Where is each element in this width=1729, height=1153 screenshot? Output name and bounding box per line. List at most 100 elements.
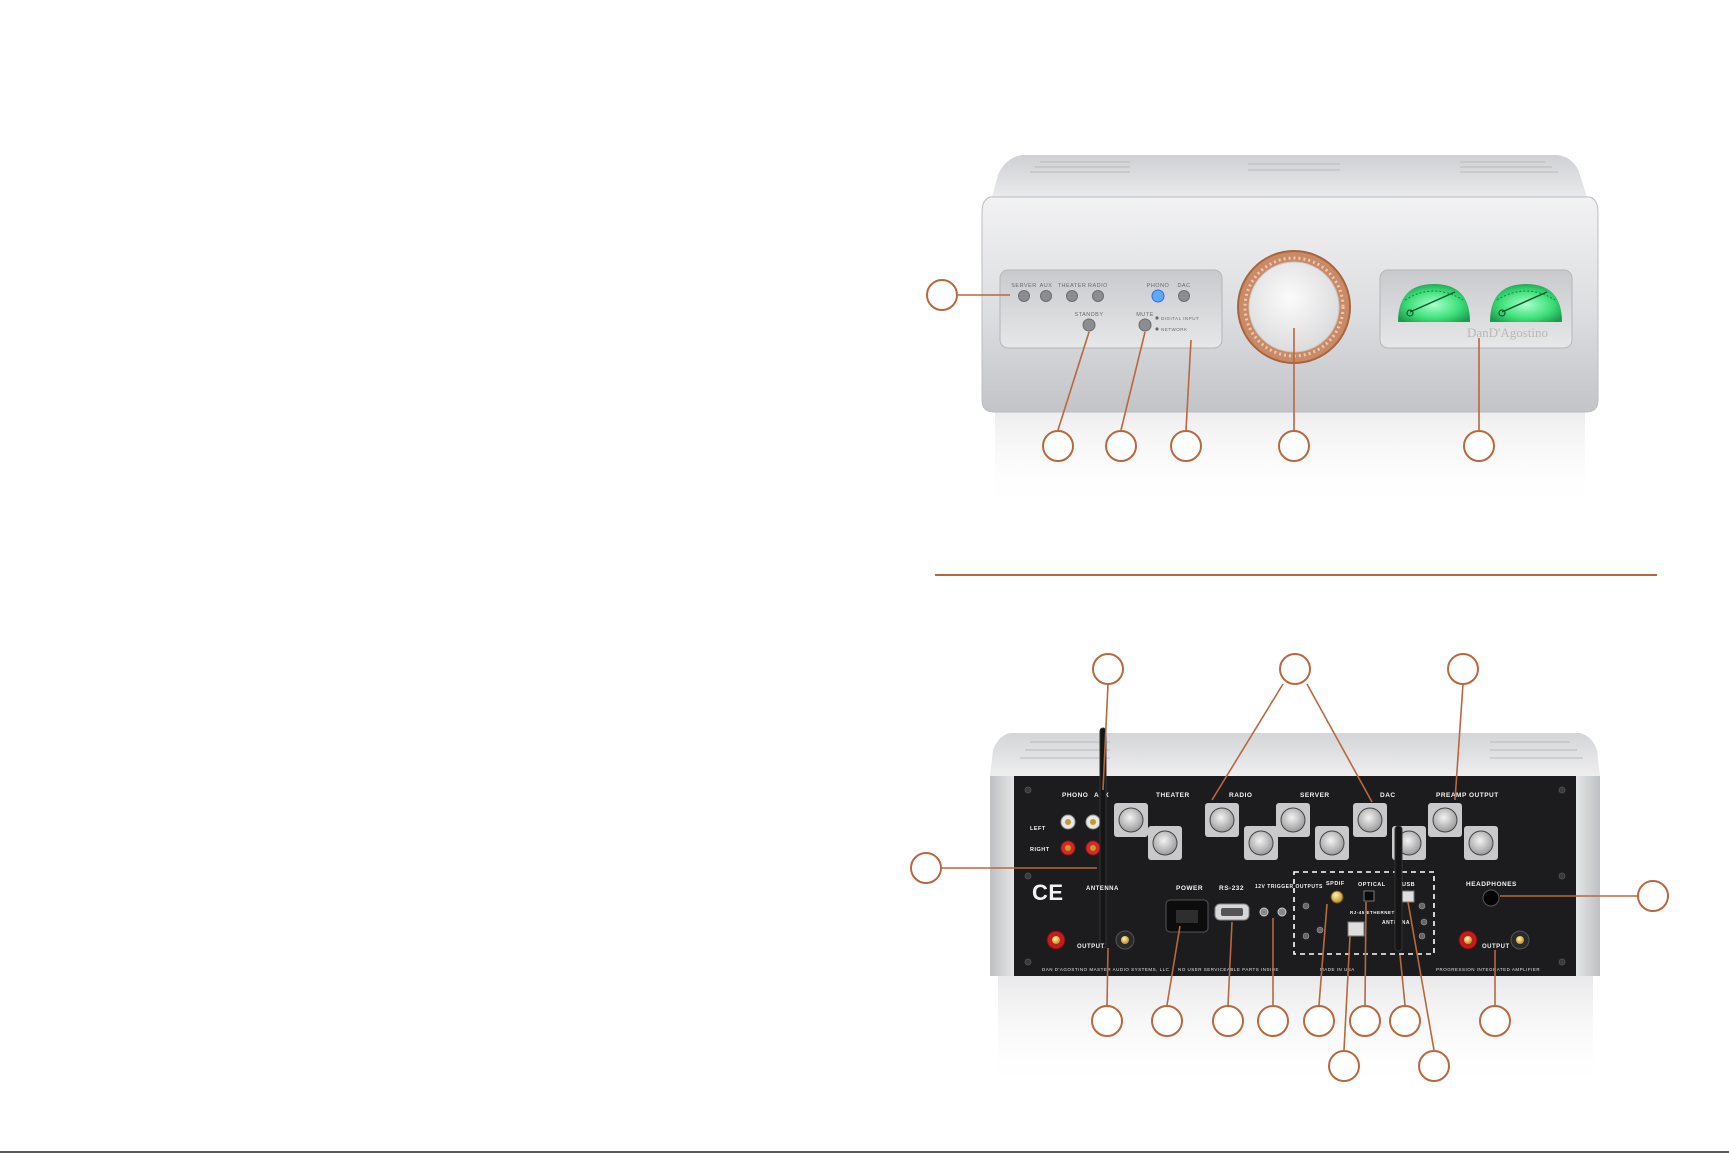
callout-rs232: [1212, 1005, 1244, 1037]
network-led: [1155, 327, 1159, 331]
binding-posts-left: [1046, 930, 1135, 950]
optical-port[interactable]: [1363, 890, 1375, 902]
source-button-theater[interactable]: [1066, 290, 1078, 302]
callout-meters: [1463, 430, 1495, 462]
callout-power: [1151, 1005, 1183, 1037]
digital-input-label: DIGITAL INPUT: [1161, 316, 1199, 321]
xlr-dac-1[interactable]: [1357, 807, 1383, 833]
label-spdif: SPDIF: [1326, 881, 1345, 887]
label-dac: DAC: [1380, 792, 1396, 799]
binding-posts-right: [1458, 930, 1530, 950]
callout-indicators: [1170, 430, 1202, 462]
label-output-right: OUTPUT: [1482, 944, 1510, 950]
xlr-server-2[interactable]: [1319, 830, 1345, 856]
front-view: SERVER AUX THEATER RADIO PHONO DAC STAND…: [926, 155, 1599, 510]
callout-source-buttons: [926, 279, 958, 311]
mute-label: MUTE: [1136, 312, 1154, 318]
rca-jacks: [1060, 814, 1101, 856]
label-right: RIGHT: [1030, 847, 1050, 853]
standby-label: STANDBY: [1074, 312, 1103, 318]
ce-mark: CE: [1032, 880, 1064, 905]
module-screws: [1302, 902, 1428, 940]
source-labels: SERVER AUX THEATER RADIO PHONO DAC: [1011, 283, 1190, 289]
label-radio: RADIO: [1229, 792, 1252, 799]
xlr-connectors: [1114, 803, 1498, 860]
rear-side-right: [1576, 776, 1600, 976]
spdif-coax[interactable]: [1330, 890, 1344, 904]
mute-button[interactable]: [1138, 318, 1152, 332]
source-label-4: PHONO: [1147, 283, 1170, 289]
callout-preamp-output: [1447, 653, 1479, 685]
rear-side-left: [990, 776, 1014, 976]
footer-notice: NO USER SERVICEABLE PARTS INSIDE: [1178, 967, 1279, 972]
trigger-output-1[interactable]: [1259, 907, 1269, 917]
label-optical: OPTICAL: [1358, 882, 1386, 888]
footer-company: DAN D'AGOSTINO MASTER AUDIO SYSTEMS, LLC: [1042, 967, 1170, 972]
source-button-dac[interactable]: [1178, 290, 1190, 302]
trigger-output-2[interactable]: [1277, 907, 1287, 917]
label-left: LEFT: [1030, 826, 1046, 832]
standby-button[interactable]: [1082, 318, 1096, 332]
label-antenna-left: ANTENNA: [1086, 886, 1119, 892]
xlr-radio-2[interactable]: [1248, 830, 1274, 856]
callout-trigger: [1257, 1005, 1289, 1037]
xlr-server-1[interactable]: [1280, 807, 1306, 833]
vu-meter-right: [1490, 284, 1562, 322]
label-rs232: RS-232: [1219, 885, 1244, 892]
rear-callout-leaders: [941, 683, 1638, 1051]
callout-volume-knob: [1278, 430, 1310, 462]
footer-model: PROGRESSION INTEGRATED AMPLIFIER: [1436, 967, 1540, 972]
source-label-3: RADIO: [1088, 283, 1108, 289]
callout-usb: [1418, 1050, 1450, 1082]
source-button-aux[interactable]: [1040, 290, 1052, 302]
network-label: NETWORK: [1161, 327, 1188, 332]
headphone-jack[interactable]: [1482, 889, 1500, 907]
source-buttons: [1018, 289, 1190, 303]
rear-view: AUX THEATER RADIO SERVER DAC PREAMP OUTP…: [910, 653, 1669, 1090]
front-top-lid: [992, 155, 1587, 197]
xlr-radio-1[interactable]: [1209, 807, 1235, 833]
callout-optical: [1349, 1005, 1381, 1037]
callout-balanced-inputs: [1279, 653, 1311, 685]
rear-top-vents: [1020, 741, 1583, 759]
callout-rca-inputs: [910, 852, 942, 884]
top-vent-lines: [1030, 161, 1558, 173]
xlr-theater-2[interactable]: [1152, 830, 1178, 856]
panel-screws: [1024, 786, 1566, 966]
xlr-preamp-out-2[interactable]: [1468, 830, 1494, 856]
callout-ethernet: [1328, 1050, 1360, 1082]
brand-logo: DanD'Agostino: [1467, 325, 1548, 340]
source-button-phono[interactable]: [1151, 289, 1165, 303]
label-trigger: 12V TRIGGER OUTPUTS: [1255, 884, 1323, 890]
source-button-radio[interactable]: [1092, 290, 1104, 302]
callout-standby: [1042, 430, 1074, 462]
callout-headphones: [1637, 880, 1669, 912]
label-headphones: HEADPHONES: [1466, 881, 1517, 888]
label-phono-visible: PHONO: [1062, 792, 1088, 799]
callout-speaker-right: [1479, 1005, 1511, 1037]
vu-meter-left: [1398, 284, 1470, 322]
callout-antenna-wifi: [1389, 1005, 1421, 1037]
label-usb: USB: [1402, 882, 1415, 888]
front-callout-leaders: [958, 294, 1480, 431]
control-panel-recess: [999, 269, 1223, 349]
xlr-theater-1[interactable]: [1118, 807, 1144, 833]
callout-speaker-left: [1091, 1005, 1123, 1037]
ethernet-port[interactable]: [1347, 921, 1365, 937]
source-button-server[interactable]: [1018, 290, 1030, 302]
callout-mute: [1105, 430, 1137, 462]
label-power: POWER: [1176, 885, 1203, 892]
label-output-left: OUTPUT: [1077, 944, 1105, 950]
label-preamp-output: PREAMP OUTPUT: [1436, 792, 1499, 799]
antenna-left: [1099, 727, 1107, 949]
callout-spdif: [1303, 1005, 1335, 1037]
label-server: SERVER: [1300, 792, 1330, 799]
source-label-0: SERVER: [1011, 283, 1037, 289]
label-rj45: RJ-45 ETHERNET: [1350, 910, 1395, 915]
xlr-preamp-out-1[interactable]: [1432, 807, 1458, 833]
front-callouts: [926, 279, 1495, 462]
source-label-2: THEATER: [1058, 283, 1087, 289]
rear-callouts: [910, 653, 1669, 1082]
label-theater: THEATER: [1156, 792, 1190, 799]
source-label-1: AUX: [1040, 283, 1053, 289]
